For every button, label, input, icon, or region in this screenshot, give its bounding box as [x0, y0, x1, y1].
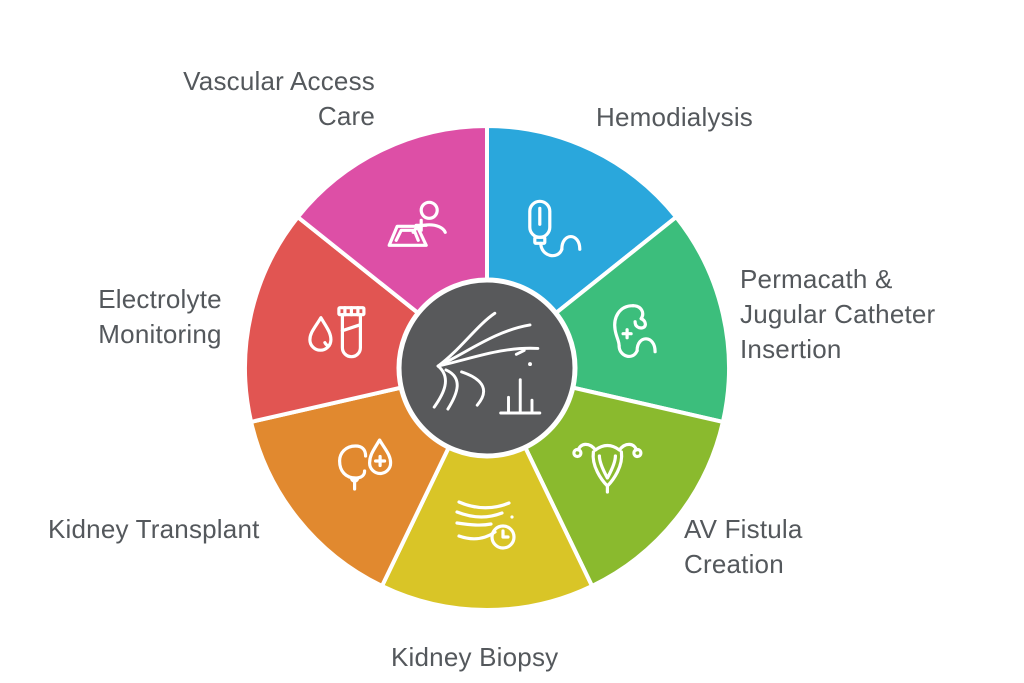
- segment-label-permacath: Permacath & Jugular Catheter Insertion: [740, 264, 936, 364]
- segment-label-kidney-transplant: Kidney Transplant: [48, 514, 260, 544]
- segment-label-vascular-access: Vascular Access Care: [183, 66, 375, 131]
- segment-label-hemodialysis: Hemodialysis: [596, 102, 754, 132]
- segment-label-electrolyte: Electrolyte Monitoring: [98, 284, 222, 349]
- segment-biopsy-flow-clock: [380, 366, 594, 612]
- segment-label-av-fistula: AV Fistula Creation: [684, 514, 803, 579]
- center-hub: [396, 277, 578, 459]
- segment-label-kidney-biopsy: Kidney Biopsy: [391, 642, 559, 672]
